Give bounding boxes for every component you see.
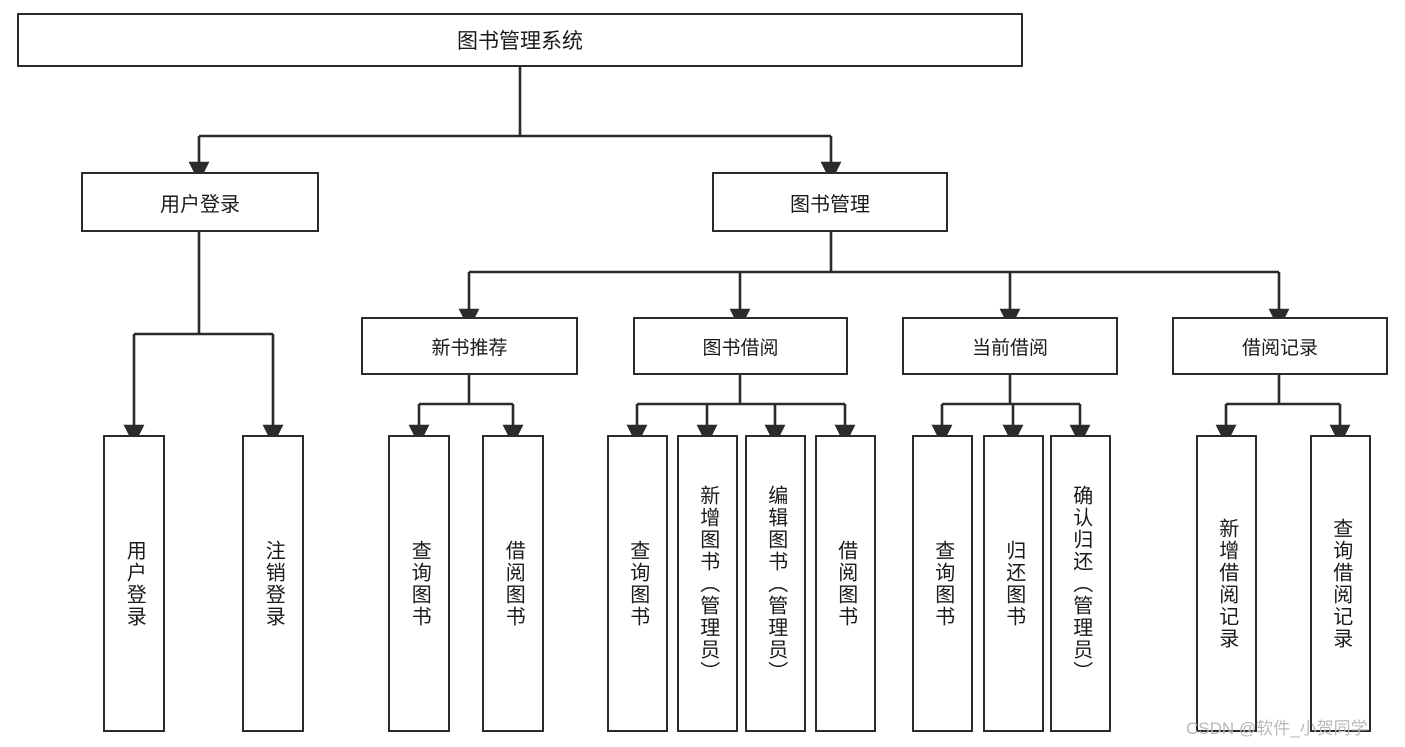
node-label: 查询图书 <box>408 539 431 628</box>
edge-new-book-recommend-to-leaves <box>408 375 524 446</box>
node-label: 查询图书 <box>626 539 649 628</box>
node-label: 新增借阅记录 <box>1215 517 1238 650</box>
node-leaf-add-book[interactable]: 新增图书（管理员） <box>677 435 738 732</box>
node-label: 用户登录 <box>160 193 240 216</box>
node-label: 确认归还（管理员） <box>1069 484 1092 683</box>
node-label: 图书管理 <box>790 193 870 216</box>
node-leaf-borrow-book-2[interactable]: 借阅图书 <box>815 435 876 732</box>
node-root-system[interactable]: 图书管理系统 <box>17 13 1023 67</box>
edge-user-login-to-leaves <box>123 232 284 446</box>
node-label: 归还图书 <box>1002 539 1025 628</box>
edge-book-borrow-to-leaves <box>626 375 856 446</box>
node-label: 用户登录 <box>123 539 146 628</box>
edge-root-to-level1 <box>188 67 842 183</box>
node-leaf-confirm-return[interactable]: 确认归还（管理员） <box>1050 435 1111 732</box>
node-label: 查询借阅记录 <box>1329 517 1352 650</box>
node-label: 查询图书 <box>931 539 954 628</box>
edge-borrow-record-to-leaves <box>1215 375 1351 446</box>
node-label: 注销登录 <box>262 539 285 628</box>
node-new-book-recommend[interactable]: 新书推荐 <box>361 317 578 375</box>
node-leaf-return-book[interactable]: 归还图书 <box>983 435 1044 732</box>
node-leaf-query-book-2[interactable]: 查询图书 <box>607 435 668 732</box>
node-borrow-record[interactable]: 借阅记录 <box>1172 317 1388 375</box>
node-label: 借阅图书 <box>502 539 525 628</box>
node-leaf-edit-book[interactable]: 编辑图书（管理员） <box>745 435 806 732</box>
csdn-watermark: CSDN @软件_小贺同学 <box>1186 719 1368 738</box>
node-label: 图书管理系统 <box>457 30 583 53</box>
node-leaf-borrow-book-1[interactable]: 借阅图书 <box>482 435 544 732</box>
node-label: 编辑图书（管理员） <box>764 484 787 683</box>
node-label: 借阅图书 <box>834 539 857 628</box>
node-label: 当前借阅 <box>971 337 1048 359</box>
node-leaf-query-book-1[interactable]: 查询图书 <box>388 435 450 732</box>
node-label: 图书借阅 <box>702 337 779 359</box>
node-current-borrow[interactable]: 当前借阅 <box>902 317 1118 375</box>
node-book-management[interactable]: 图书管理 <box>712 172 948 232</box>
edge-book-management-to-level2 <box>458 232 1290 330</box>
edge-current-borrow-to-leaves <box>931 375 1091 446</box>
node-user-login[interactable]: 用户登录 <box>81 172 319 232</box>
node-leaf-logout-login[interactable]: 注销登录 <box>242 435 304 732</box>
node-book-borrow[interactable]: 图书借阅 <box>633 317 848 375</box>
node-leaf-user-login[interactable]: 用户登录 <box>103 435 165 732</box>
node-label: 新书推荐 <box>431 337 508 359</box>
node-leaf-add-record[interactable]: 新增借阅记录 <box>1196 435 1257 732</box>
node-leaf-query-book-3[interactable]: 查询图书 <box>912 435 973 732</box>
node-label: 新增图书（管理员） <box>696 484 719 683</box>
node-label: 借阅记录 <box>1241 337 1318 359</box>
node-leaf-query-record[interactable]: 查询借阅记录 <box>1310 435 1371 732</box>
